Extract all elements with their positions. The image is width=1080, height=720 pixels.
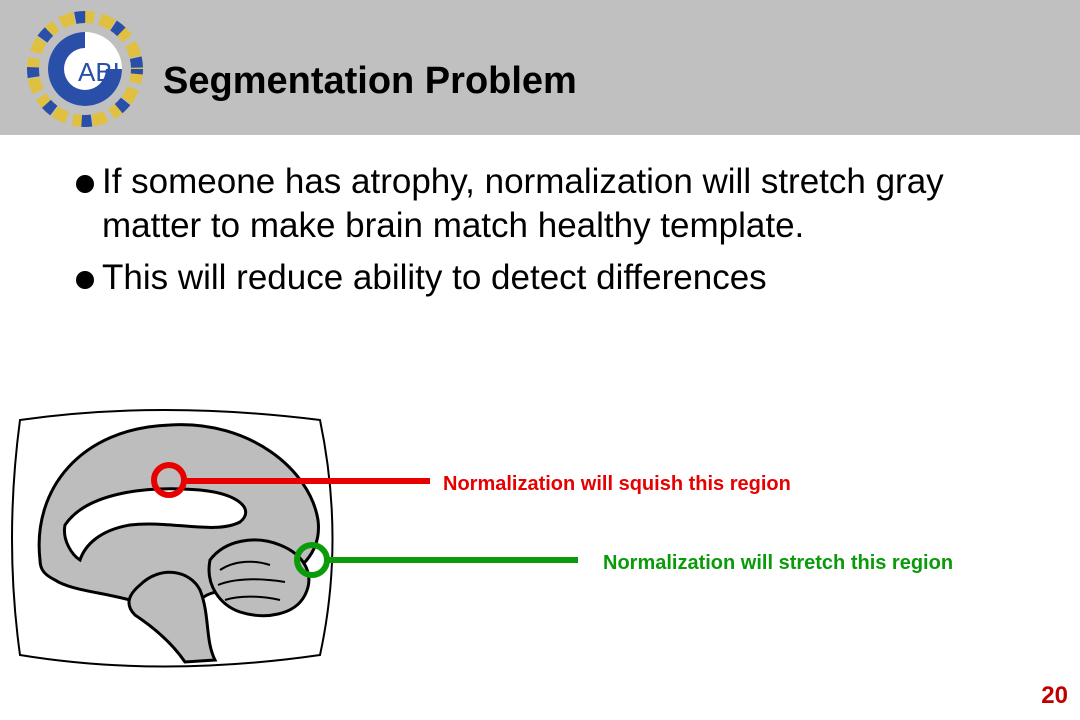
bullet-item: This will reduce ability to detect diffe…	[70, 256, 1030, 300]
stretch-marker-icon	[294, 542, 330, 578]
squish-marker-icon	[151, 462, 187, 498]
cabi-logo: ABI	[27, 11, 143, 127]
page-title: Segmentation Problem	[163, 60, 577, 102]
brain-illustration	[11, 409, 578, 668]
logo-text: ABI	[78, 57, 120, 87]
squish-callout: Normalization will squish this region	[443, 473, 791, 495]
bullet-list: If someone has atrophy, normalization wi…	[70, 160, 1030, 308]
slide-header: ABI Segmentation Problem	[0, 0, 1080, 135]
cerebellum	[207, 538, 311, 618]
corpus-callosum	[62, 487, 248, 563]
brainstem	[127, 570, 218, 664]
bullet-dot-icon	[76, 175, 94, 193]
page-number: 20	[1041, 682, 1068, 709]
bullet-item: If someone has atrophy, normalization wi…	[70, 160, 1030, 248]
bullet-text: This will reduce ability to detect diffe…	[102, 258, 767, 297]
stretch-callout: Normalization will stretch this region	[603, 552, 954, 574]
bullet-dot-icon	[76, 271, 94, 289]
bullet-text: If someone has atrophy, normalization wi…	[102, 162, 944, 245]
